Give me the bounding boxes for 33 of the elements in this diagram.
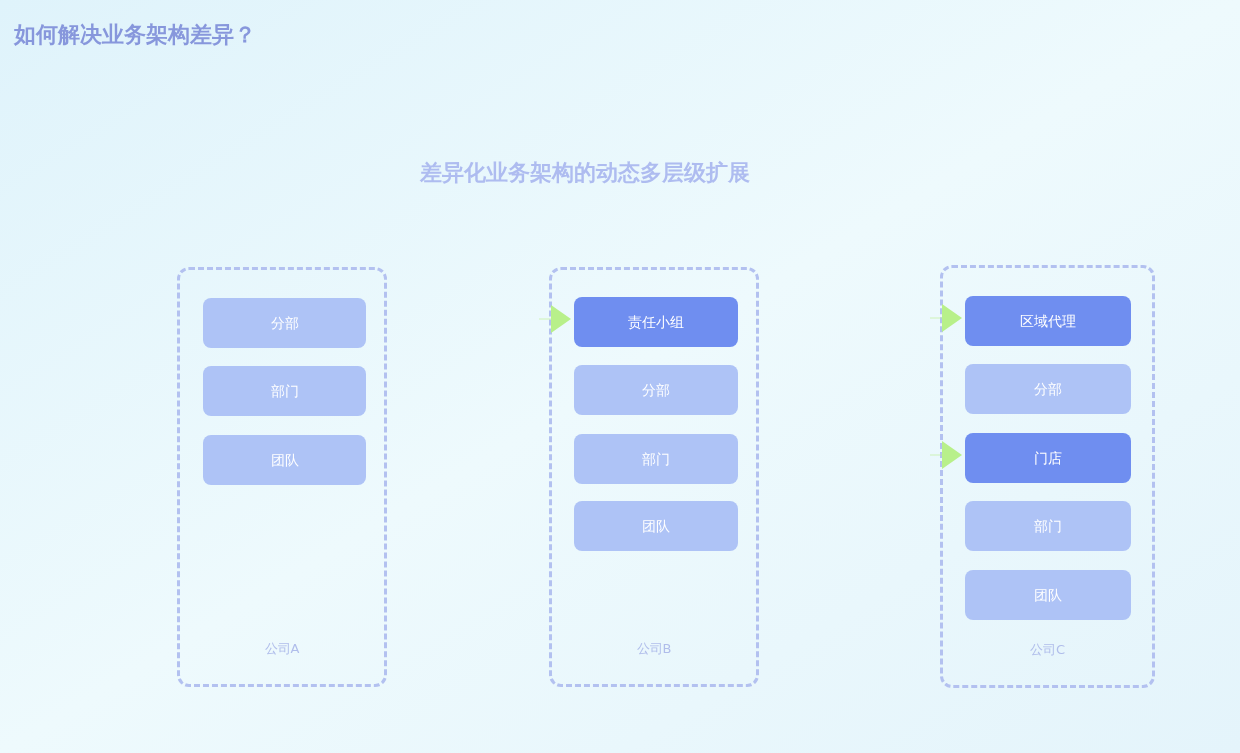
unit-label: 部门 (1034, 516, 1062, 536)
dashed-group-frame (940, 265, 1155, 688)
arrow (929, 441, 962, 469)
unit-label: 部门 (270, 381, 299, 401)
unit-box (965, 501, 1131, 551)
unit-box (574, 434, 738, 484)
arrow (538, 305, 571, 333)
unit-box (574, 297, 738, 347)
unit-box (965, 364, 1131, 414)
unit-box (965, 433, 1131, 483)
unit-box (203, 298, 366, 348)
unit-label: 分部 (1034, 379, 1062, 399)
unit-box (965, 296, 1131, 346)
unit-box (965, 570, 1131, 620)
unit-label: 团队 (270, 450, 299, 470)
unit-box (203, 435, 366, 485)
unit-box (574, 365, 738, 415)
unit-box (574, 501, 738, 551)
page-heading: 如何解决业务架构差异？ (14, 21, 256, 49)
unit-label: 部门 (642, 449, 670, 469)
unit-label: 团队 (642, 516, 670, 536)
arrow (929, 304, 962, 332)
unit-label: 团队 (1034, 585, 1062, 605)
diagram-title: 差异化业务架构的动态多层级扩展 (420, 159, 750, 187)
dashed-group-frame (549, 267, 759, 687)
unit-label: 区域代理 (1020, 311, 1076, 331)
unit-box (203, 366, 366, 416)
dashed-group-frame (177, 267, 387, 687)
unit-label: 分部 (642, 380, 670, 400)
unit-label: 门店 (1034, 448, 1062, 468)
group-label: 公司A (263, 639, 301, 658)
unit-label: 分部 (270, 313, 299, 333)
unit-label: 责任小组 (628, 312, 684, 332)
